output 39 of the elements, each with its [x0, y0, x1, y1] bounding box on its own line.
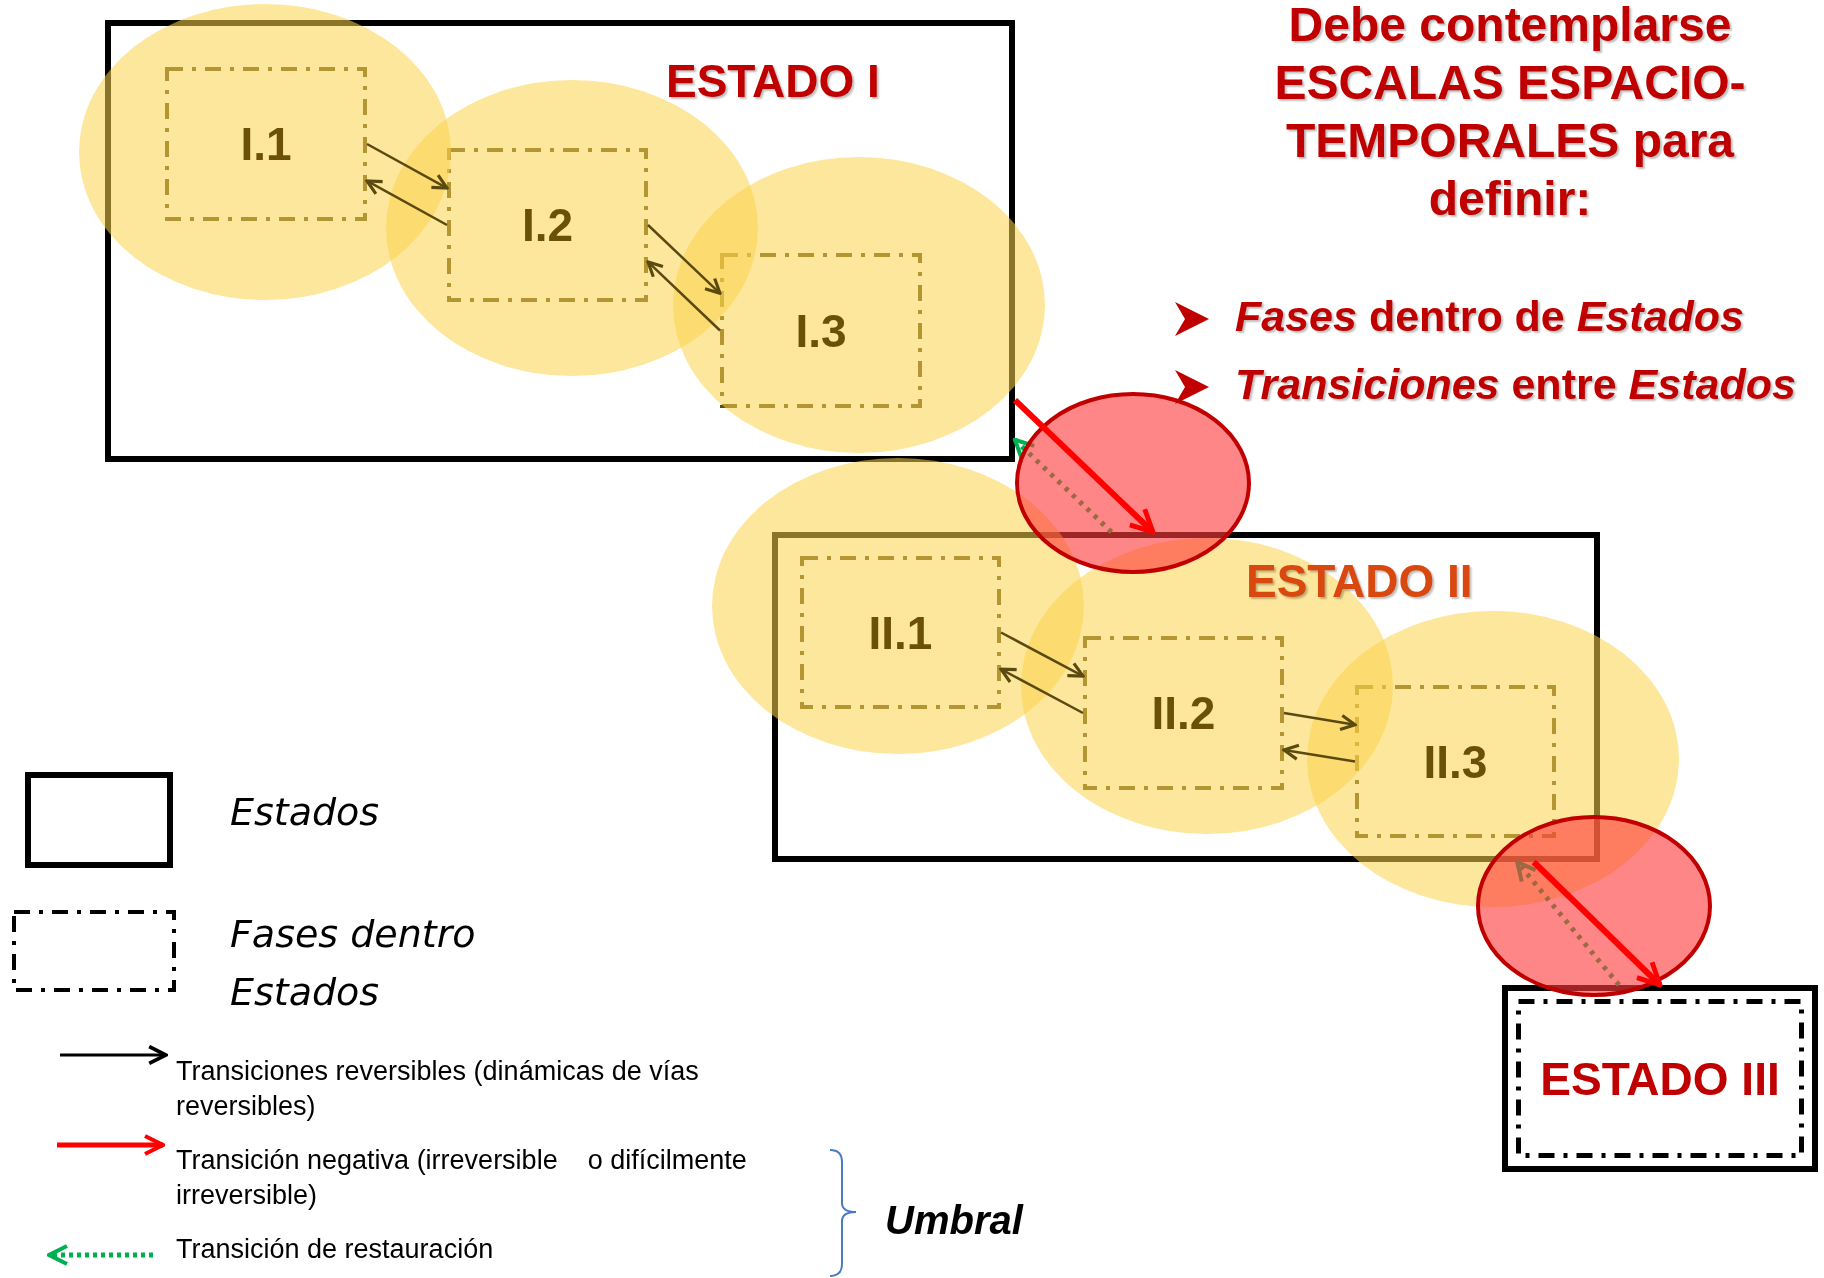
- arrow: [646, 260, 721, 332]
- arrow: [1000, 631, 1085, 678]
- arrow: [1515, 860, 1621, 987]
- arrow: [366, 142, 449, 190]
- phase-label: I.2: [520, 198, 575, 252]
- arrow: [1531, 859, 1663, 988]
- arrow: [365, 179, 448, 227]
- phase-box: [447, 148, 648, 302]
- phase-box: [1083, 636, 1284, 790]
- state-box: [772, 532, 1600, 862]
- legend-text: Transiciones reversibles (dinámicas de vías reversibles): [176, 1055, 700, 1123]
- legend-text: Transición negativa (irreversible o difícilmente irreversible): [176, 1144, 748, 1212]
- legend-text: Estados: [230, 789, 381, 836]
- arrow: [1013, 437, 1114, 534]
- threshold-label: Umbral: [885, 1198, 1023, 1243]
- arrow: [1282, 743, 1356, 763]
- state-title: ESTADO III: [1539, 1051, 1781, 1106]
- phase-box: [720, 253, 922, 408]
- arrow: [1012, 397, 1156, 535]
- legend-text: Transición de restauración: [176, 1233, 495, 1266]
- phase-box: [1355, 685, 1556, 838]
- phase-label: I.3: [794, 303, 848, 358]
- phase-label: I.1: [239, 117, 293, 171]
- phase-label: II.1: [867, 605, 934, 660]
- state-box: [105, 20, 1015, 462]
- state-title: ESTADO I: [666, 54, 880, 108]
- phase-label: II.3: [1422, 734, 1489, 789]
- state-title: ESTADO II: [1246, 554, 1473, 608]
- arrow: [1283, 711, 1357, 731]
- phase-box: [800, 556, 1001, 709]
- phase-label: II.2: [1150, 686, 1217, 740]
- bullet-text: Fases dentro de Estados: [1235, 292, 1744, 341]
- title: Debe contemplarse ESCALAS ESPACIO-TEMPORALES para definir:: [1273, 0, 1747, 227]
- phase-box: [165, 67, 367, 221]
- bullet-text: Transiciones entre Estados: [1235, 360, 1796, 409]
- arrow: [999, 667, 1084, 715]
- state-box: [1502, 985, 1818, 1172]
- legend-text: Fases dentro Estados: [230, 911, 477, 1016]
- arrow: [647, 224, 722, 295]
